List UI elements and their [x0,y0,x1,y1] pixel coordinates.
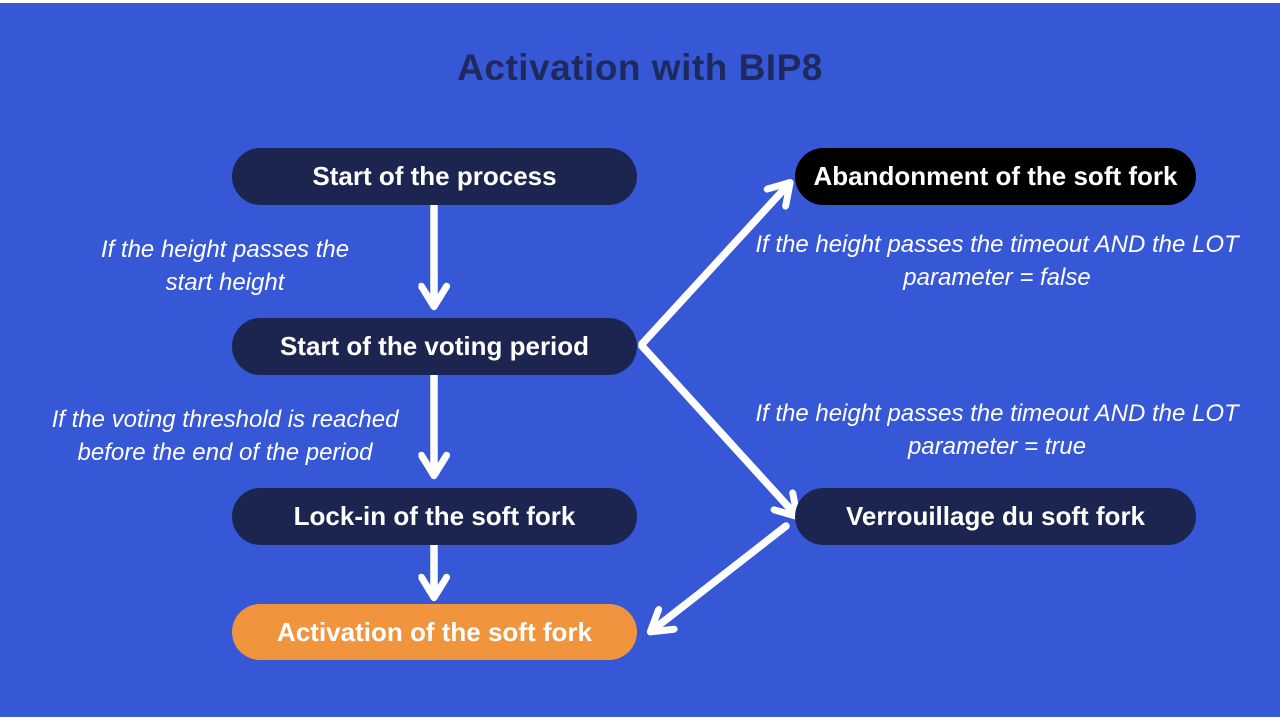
node-abandonment-of-soft-fork: Abandonment of the soft fork [795,148,1196,205]
node-activation-of-soft-fork: Activation of the soft fork [232,604,637,660]
top-edge-strip [0,0,1280,3]
node-lock-in-of-soft-fork: Lock-in of the soft fork [232,488,637,545]
node-start-of-voting-period: Start of the voting period [232,318,637,375]
page-title: Activation with BIP8 [457,47,823,88]
node-start-of-process: Start of the process [232,148,637,205]
node-verrouillage-du-soft-fork: Verrouillage du soft fork [795,488,1196,545]
arrow-verrouillage-to-activation [654,522,790,629]
annotation-timeout-lot-false: If the height passes the timeout AND the… [755,231,1239,291]
annotation-timeout-lot-true: If the height passes the timeout AND the… [755,400,1239,460]
annotation-start-height: If the height passes the start height [100,236,350,296]
bottom-edge-strip [0,717,1280,720]
annotation-voting-threshold: If the voting threshold is reached befor… [51,406,399,466]
